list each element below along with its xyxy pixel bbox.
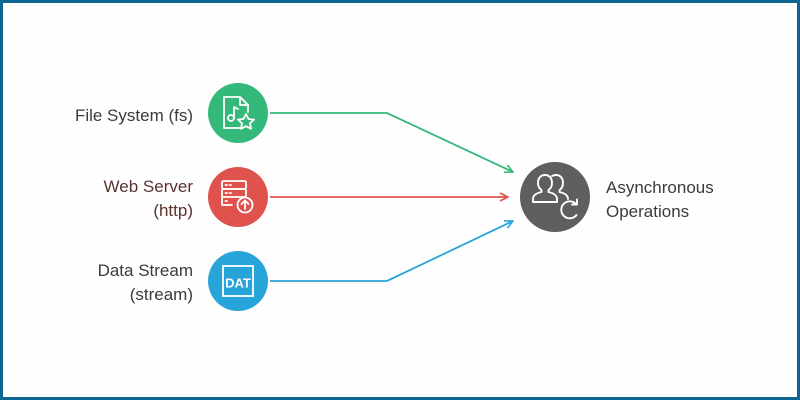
label-web-server-line1: Web Server (103, 177, 193, 196)
node-file-system (208, 83, 268, 143)
label-data-stream-line2: (stream) (129, 285, 193, 304)
music-file-star-icon (223, 96, 255, 130)
connector-stream-to-async (270, 221, 513, 282)
label-file-system-line1: File System (fs) (74, 106, 193, 125)
label-file-system: File System (fs) (75, 104, 193, 128)
label-data-stream: Data Stream (stream) (98, 259, 193, 307)
label-async-line1: Asynchronous (606, 178, 714, 197)
node-data-stream: DAT (208, 251, 268, 311)
server-upload-icon (221, 180, 254, 214)
node-web-server (208, 167, 268, 227)
dat-icon-text: DAT (225, 276, 251, 291)
label-async-operations: Asynchronous Operations (606, 176, 714, 224)
label-async-line2: Operations (606, 202, 690, 221)
connector-fs-to-async (270, 112, 513, 172)
label-web-server: Web Server (http) (104, 175, 193, 223)
users-refresh-icon (532, 174, 578, 220)
dat-file-icon: DAT (222, 265, 254, 297)
label-data-stream-line1: Data Stream (97, 261, 193, 280)
label-web-server-line2: (http) (153, 201, 193, 220)
node-async-operations (520, 162, 590, 232)
